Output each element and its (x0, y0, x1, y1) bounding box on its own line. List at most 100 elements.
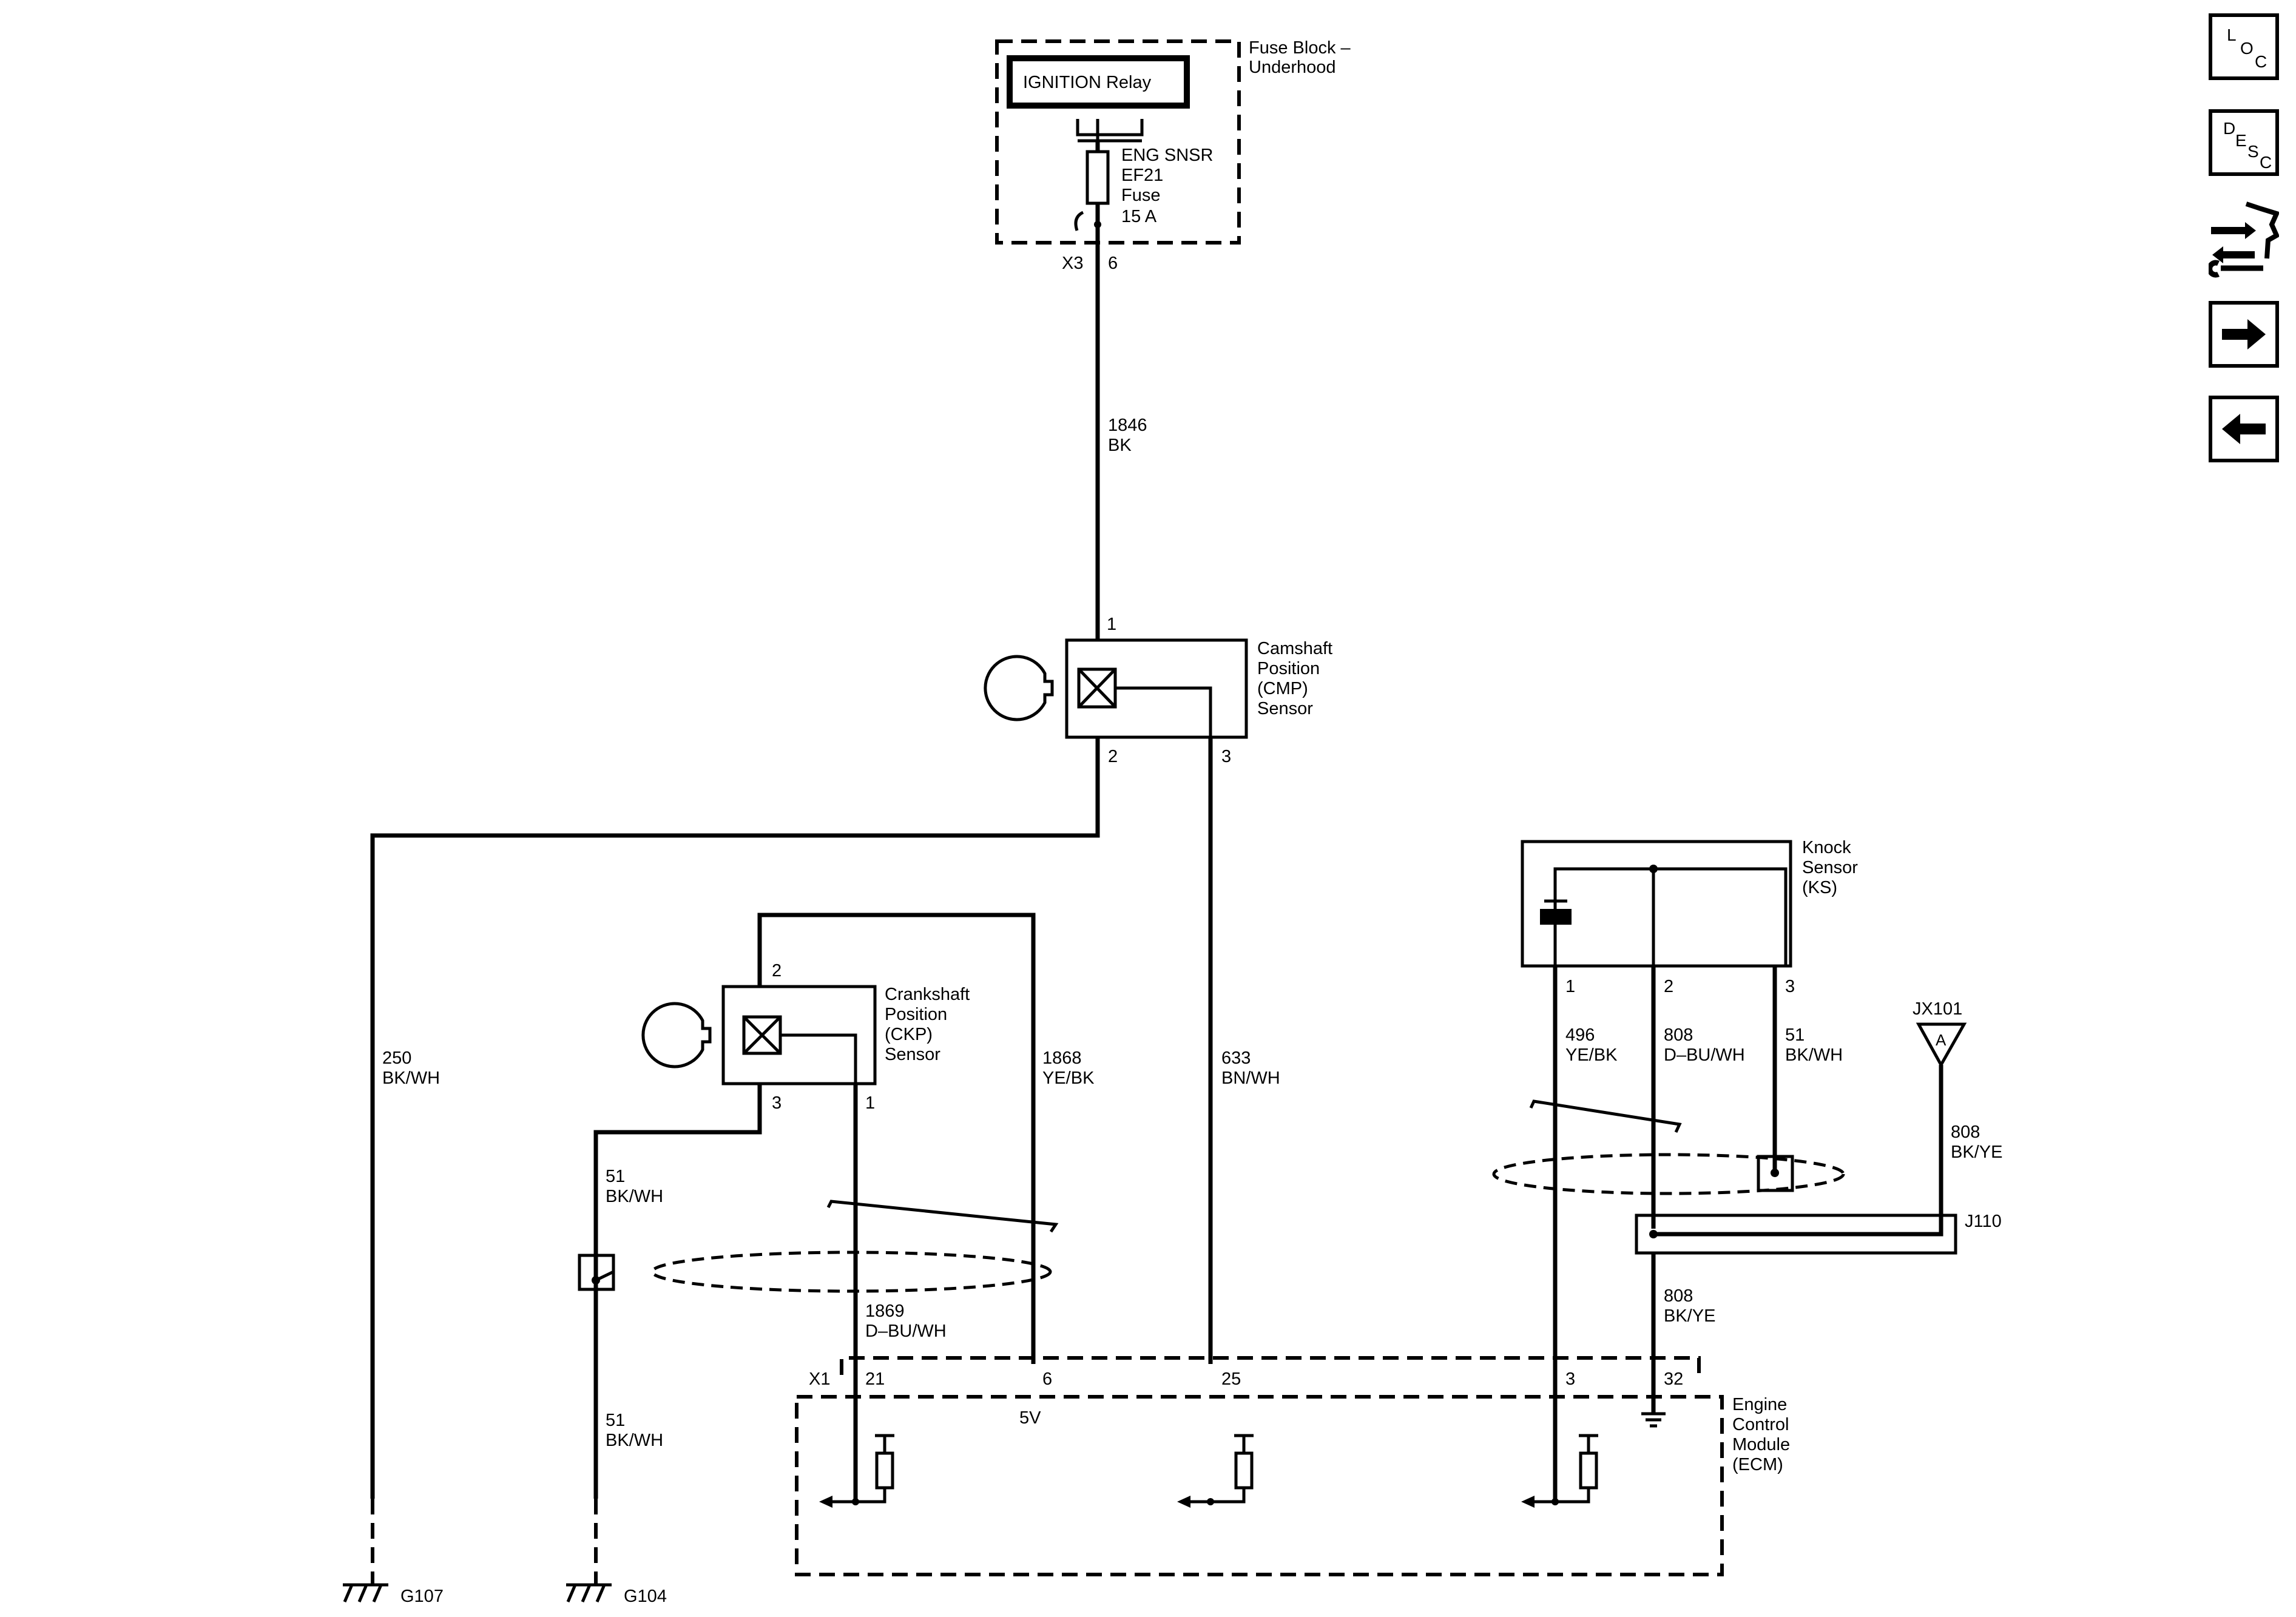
wire-633-color: BN/WH (1221, 1068, 1280, 1088)
wire-808c-color: BK/YE (1664, 1306, 1715, 1326)
ckp-twisted-shield (578, 1200, 1059, 1293)
fuse-ef21 (1086, 150, 1110, 205)
previous-page-button[interactable] (2209, 396, 2279, 462)
ground-g104-icon (566, 1583, 612, 1602)
wire-250-num: 250 (382, 1048, 411, 1068)
ground-g104-label: G104 (624, 1587, 667, 1606)
loc-letter-o: O (2240, 39, 2254, 58)
knock-sensor: Knock Sensor (KS) 1 2 3 (1521, 838, 1858, 996)
wire-808c-num: 808 (1664, 1286, 1693, 1306)
ground-g107: G107 (343, 1499, 444, 1606)
wire-51c-color: BK/WH (1785, 1045, 1843, 1065)
ecm-pin-6: 6 (1042, 1369, 1052, 1389)
ground-g104: G104 (566, 1499, 667, 1606)
cmp-target-wheel-icon (984, 655, 1054, 721)
cmp-label-3: (CMP) (1257, 679, 1308, 698)
desc-letter-s: S (2247, 142, 2259, 161)
next-page-button[interactable] (2209, 301, 2279, 368)
ecm-connector-x1: X1 (809, 1369, 830, 1389)
arrow-right-icon (2222, 319, 2266, 349)
wire-1869-num: 1869 (865, 1301, 905, 1321)
ecm-internal-ground-icon (1641, 1412, 1666, 1428)
fuse-connector-x3: X3 (1062, 254, 1083, 273)
ckp-label-4: Sensor (885, 1045, 940, 1064)
wire-250 (370, 737, 1100, 1499)
connector-tools-button[interactable] (2207, 200, 2280, 279)
ecm-input-circuit-cmp (1177, 1434, 1254, 1508)
wire-1868 (757, 913, 1036, 1364)
arrow-left-icon (2222, 414, 2266, 444)
wire-1846-num: 1846 (1108, 416, 1147, 435)
fuse-pin-6: 6 (1108, 254, 1118, 273)
cmp-pin-2: 2 (1108, 747, 1118, 766)
ecm-pin-3: 3 (1565, 1369, 1575, 1389)
ecm-label-3: Module (1732, 1435, 1790, 1454)
loc-button[interactable]: L O C (2209, 13, 2279, 80)
ecm-input-circuit-ckp (819, 1434, 894, 1508)
wire-250-color: BK/WH (382, 1068, 440, 1088)
ecm-pin-21: 21 (865, 1369, 885, 1389)
fuse-label-2: EF21 (1121, 166, 1163, 185)
ecm-label-2: Control (1732, 1415, 1789, 1434)
fuse-label-1: ENG SNSR (1121, 146, 1213, 165)
cmp-label-4: Sensor (1257, 699, 1313, 718)
engine-control-module: X1 21 6 5V 25 3 32 Engine Control Module… (795, 1356, 1790, 1576)
fuse-block-underhood: IGNITION Relay Fuse Block – Underhood EN… (995, 38, 1351, 273)
ks-pin-3: 3 (1785, 977, 1795, 996)
fuse-label-4: 15 A (1121, 207, 1157, 226)
wire-51b-color: BK/WH (606, 1431, 663, 1450)
ckp-pin-3: 3 (772, 1093, 782, 1113)
cmp-label-1: Camshaft (1257, 639, 1332, 658)
ckp-label-2: Position (885, 1005, 947, 1024)
ks-piezo-element (1540, 909, 1572, 925)
fuse-label-3: Fuse (1121, 186, 1160, 205)
wire-1869-color: D–BU/WH (865, 1322, 947, 1341)
ecm-5v-label: 5V (1019, 1408, 1041, 1428)
desc-letter-d: D (2223, 119, 2236, 138)
ckp-label-3: (CKP) (885, 1025, 933, 1044)
wire-808b-num: 808 (1951, 1122, 1980, 1142)
wire-808a-num: 808 (1664, 1025, 1693, 1045)
ecm-label-1: Engine (1732, 1395, 1787, 1414)
wire-1868-color: YE/BK (1042, 1068, 1095, 1088)
ks-pin-1: 1 (1565, 977, 1575, 996)
desc-letter-e: E (2235, 131, 2247, 150)
fuse-block-title-2: Underhood (1249, 58, 1336, 77)
cmp-label-2: Position (1257, 659, 1320, 678)
wire-496-color: YE/BK (1565, 1045, 1618, 1065)
desc-letter-c: C (2260, 153, 2272, 172)
jx101-inline-connector: JX101 A (1913, 999, 1967, 1229)
ks-drain-connector (1757, 1155, 1794, 1192)
ecm-input-circuit-ks (1521, 1434, 1598, 1508)
ks-label-3: (KS) (1802, 878, 1837, 897)
ground-g107-label: G107 (400, 1587, 444, 1606)
ecm-pin-25: 25 (1221, 1369, 1241, 1389)
ecm-pin-32: 32 (1664, 1369, 1683, 1389)
ks-twisted-shield (1492, 1099, 1845, 1195)
wire-51-ckp (593, 1084, 762, 1499)
ground-g107-icon (343, 1583, 388, 1602)
wire-496-num: 496 (1565, 1025, 1595, 1045)
loc-letter-c: C (2255, 52, 2267, 71)
wire-51a-color: BK/WH (606, 1187, 663, 1206)
wire-808b-color: BK/YE (1951, 1143, 2002, 1162)
ecm-label-4: (ECM) (1732, 1455, 1783, 1474)
wire-808a-color: D–BU/WH (1664, 1045, 1745, 1065)
ks-label-1: Knock (1802, 838, 1851, 857)
wire-1846-color: BK (1108, 436, 1132, 455)
ks-pin-2: 2 (1664, 977, 1673, 996)
wire-1868-num: 1868 (1042, 1048, 1082, 1068)
cmp-pin-1: 1 (1107, 615, 1116, 634)
wire-51c-num: 51 (1785, 1025, 1805, 1045)
ckp-target-wheel-icon (641, 1002, 712, 1068)
ignition-relay-box (1007, 55, 1190, 109)
loc-letter-l: L (2227, 25, 2237, 44)
ckp-pin-1: 1 (865, 1093, 875, 1113)
cmp-pin-3: 3 (1221, 747, 1231, 766)
fuse-block-title-1: Fuse Block – (1249, 38, 1351, 58)
wire-633-num: 633 (1221, 1048, 1251, 1068)
j110-label: J110 (1965, 1212, 2002, 1231)
desc-button[interactable]: D E S C (2209, 109, 2279, 176)
jx101-pin-letter: A (1936, 1031, 1947, 1049)
